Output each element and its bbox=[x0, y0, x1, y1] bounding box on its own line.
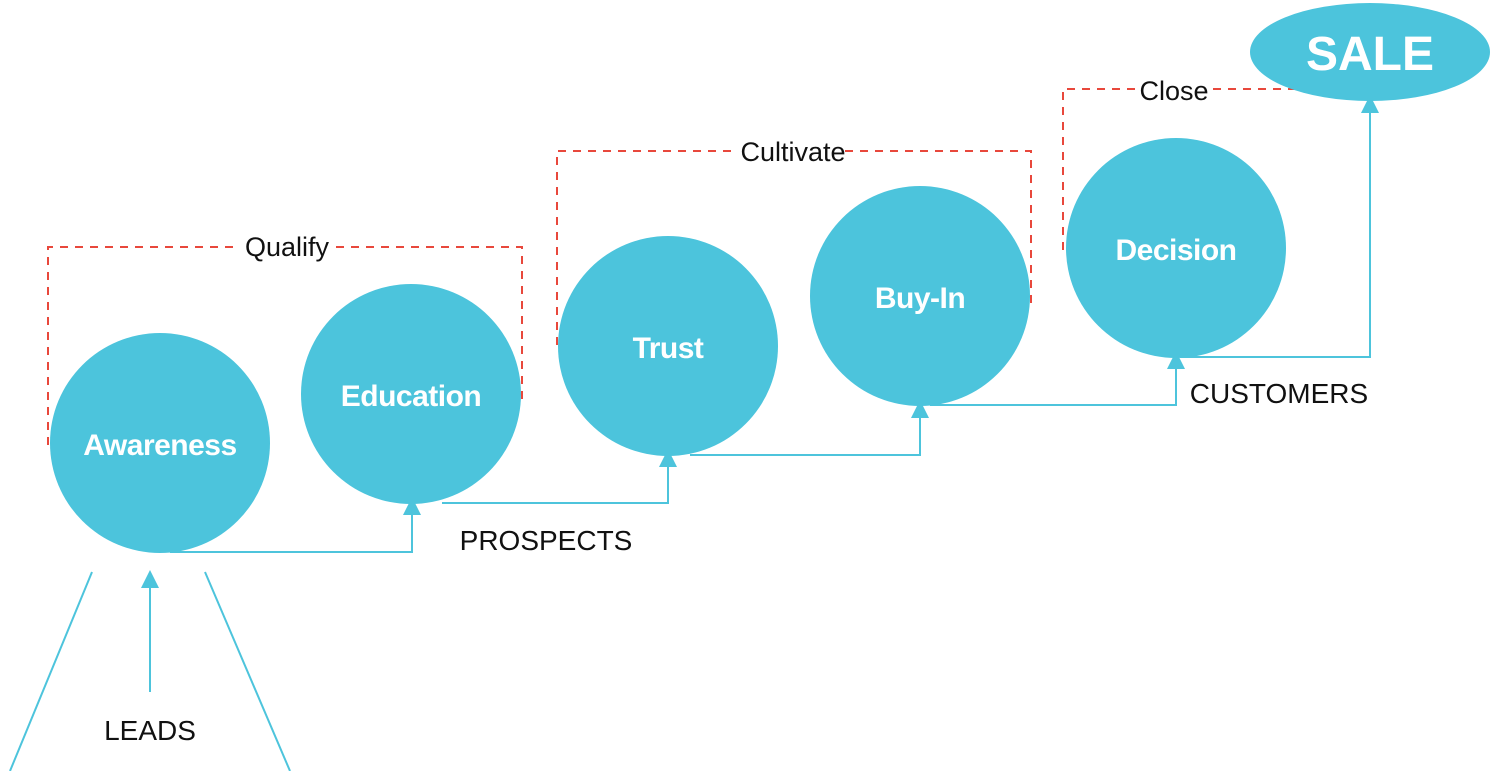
trust-node: Trust bbox=[558, 236, 778, 456]
sale-node: SALE bbox=[1250, 3, 1490, 101]
cultivate-label: Cultivate bbox=[740, 137, 845, 167]
decision-to-sale-connector bbox=[1180, 95, 1379, 358]
funnel-left-line bbox=[9, 571, 93, 771]
customers-label: CUSTOMERS bbox=[1190, 378, 1368, 409]
trust-label: Trust bbox=[633, 332, 704, 365]
close-label: Close bbox=[1139, 76, 1208, 106]
decision-node: Decision bbox=[1066, 138, 1286, 358]
qualify-label: Qualify bbox=[245, 232, 330, 262]
prospects-label: PROSPECTS bbox=[460, 525, 633, 556]
buyin-node: Buy-In bbox=[810, 186, 1030, 406]
decision-label: Decision bbox=[1115, 234, 1236, 267]
leads-label: LEADS bbox=[104, 715, 196, 746]
buyin-label: Buy-In bbox=[875, 282, 965, 315]
cultivate-bracket bbox=[556, 150, 1032, 345]
education-node: Education bbox=[301, 284, 521, 504]
buyin-to-decision-connector bbox=[930, 351, 1185, 406]
qualify-bracket bbox=[47, 246, 523, 445]
awareness-label: Awareness bbox=[83, 429, 236, 462]
education-label: Education bbox=[341, 380, 482, 413]
trust-to-buyin-connector bbox=[690, 400, 929, 456]
awareness-node: Awareness bbox=[50, 333, 270, 553]
education-to-trust-connector bbox=[442, 449, 677, 504]
funnel-right-line bbox=[204, 571, 291, 771]
awareness-to-education-connector bbox=[170, 497, 421, 553]
sale-label: SALE bbox=[1306, 28, 1434, 81]
